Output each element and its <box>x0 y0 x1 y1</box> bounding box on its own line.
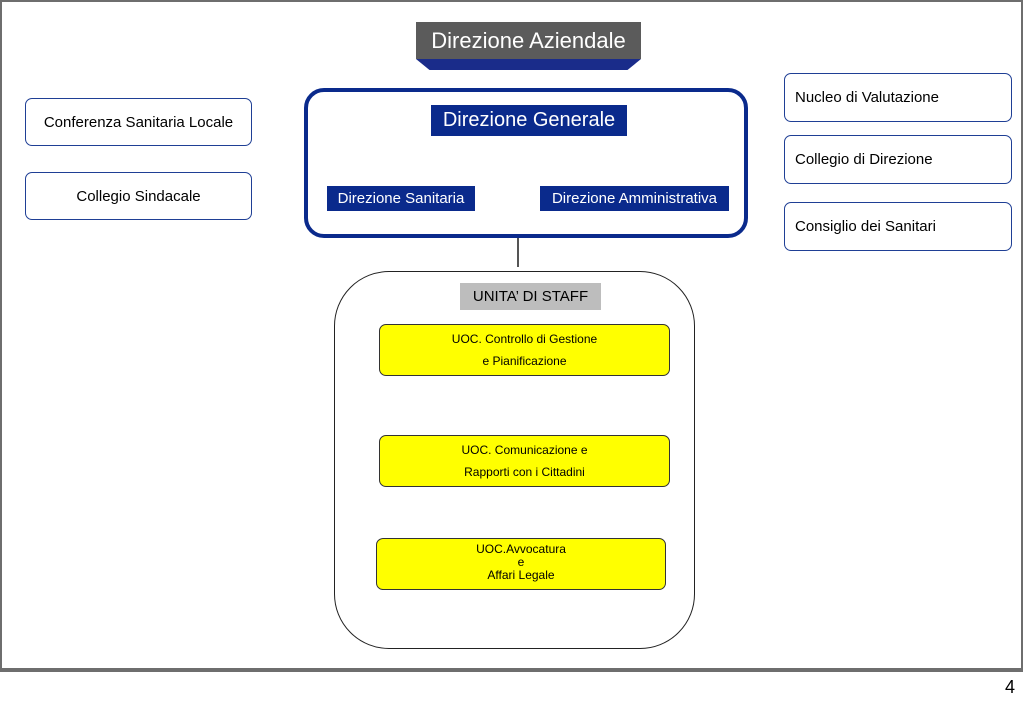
direzione-generale-title: Direzione Generale <box>431 105 627 136</box>
direzione-aziendale-banner: Direzione Aziendale <box>416 22 641 70</box>
unita-staff-title: UNITA’ DI STAFF <box>460 283 601 310</box>
uoc-line: UOC. Comunicazione e <box>461 443 588 457</box>
uoc-line: e Pianificazione <box>482 354 567 368</box>
unita-staff-container <box>334 271 695 649</box>
consiglio-sanitari-box: Consiglio dei Sanitari <box>784 202 1012 251</box>
uoc-controllo-gestione: UOC. Controllo di Gestione e Pianificazi… <box>379 324 670 376</box>
direzione-generale-box <box>304 88 748 238</box>
direzione-amministrativa-label: Direzione Amministrativa <box>540 186 729 211</box>
uoc-line: UOC. Controllo di Gestione <box>451 332 598 346</box>
uoc-comunicazione: UOC. Comunicazione e Rapporti con i Citt… <box>379 435 670 487</box>
collegio-sindacale-box: Collegio Sindacale <box>25 172 252 220</box>
collegio-direzione-box: Collegio di Direzione <box>784 135 1012 184</box>
uoc-line: UOC.Avvocatura <box>476 542 566 556</box>
uoc-line: Rapporti con i Cittadini <box>464 465 585 479</box>
banner-base <box>416 59 641 70</box>
direzione-sanitaria-label: Direzione Sanitaria <box>327 186 475 211</box>
uoc-avvocatura: UOC.Avvocatura e Affari Legale <box>376 538 666 590</box>
conferenza-sanitaria-box: Conferenza Sanitaria Locale <box>25 98 252 146</box>
page-number: 4 <box>1004 677 1015 697</box>
direzione-aziendale-title: Direzione Aziendale <box>416 22 641 59</box>
uoc-line: Affari Legale <box>487 568 555 582</box>
uoc-line: e <box>517 555 525 569</box>
nucleo-valutazione-box: Nucleo di Valutazione <box>784 73 1012 122</box>
connector-line <box>517 238 519 267</box>
slide-frame <box>0 0 1023 672</box>
